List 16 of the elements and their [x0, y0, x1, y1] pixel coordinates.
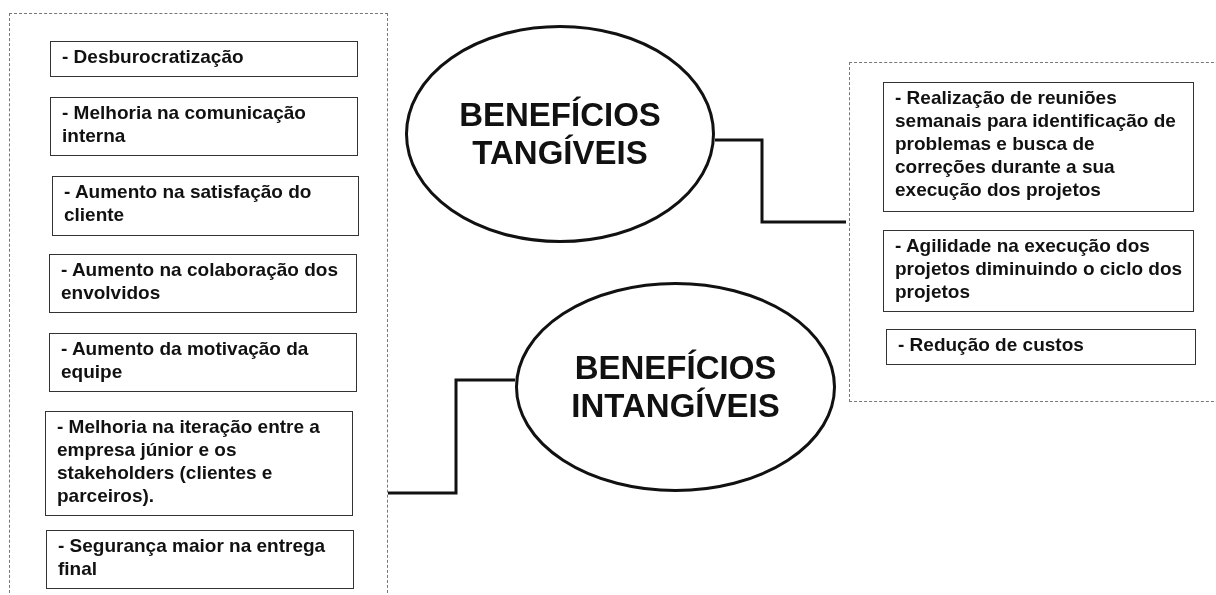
ellipse-label: BENEFÍCIOS TANGÍVEIS — [458, 96, 662, 172]
connector-line — [715, 138, 846, 224]
connector-line — [388, 378, 515, 495]
dashed-group-frame — [9, 13, 388, 595]
text-box: - Aumento na colaboração dos envolvidos — [49, 254, 357, 313]
text-box: - Aumento da motivação da equipe — [49, 333, 357, 392]
dashed-group-frame — [849, 62, 1216, 402]
text-box: - Desburocratização — [50, 41, 358, 77]
text-box: - Aumento na satisfação do cliente — [52, 176, 359, 236]
text-box: - Melhoria na comunicação interna — [50, 97, 358, 156]
text-box: - Melhoria na iteração entre a empresa júnior e os stakeholders (clientes e parceiros). — [45, 411, 353, 516]
text-box: - Realização de reuniões semanais para identificação de problemas e busca de correções durante a sua execução dos projetos — [883, 82, 1194, 212]
ellipse-label: BENEFÍCIOS INTANGÍVEIS — [570, 349, 781, 425]
text-box: - Agilidade na execução dos projetos diminuindo o ciclo dos projetos — [883, 230, 1194, 312]
text-box: - Redução de custos — [886, 329, 1196, 365]
text-box: - Segurança maior na entrega final — [46, 530, 354, 589]
